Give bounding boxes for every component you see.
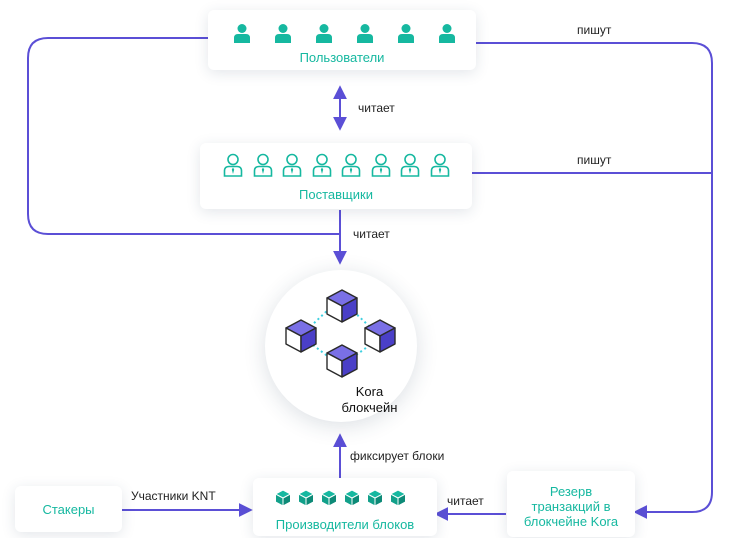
- cube-icon: [344, 489, 360, 507]
- user-icon: [316, 24, 332, 43]
- reserve-label-line2: транзакций в: [531, 499, 611, 514]
- providers-label: Поставщики: [299, 187, 373, 202]
- reserve-label-line3: блокчейне Kora: [523, 514, 619, 529]
- blockchain-reads-label: читает: [353, 227, 390, 241]
- user-icon: [275, 24, 291, 43]
- reserve-label: Резерв транзакций в блокчейне Kora: [507, 484, 635, 529]
- provider-icon: [430, 153, 449, 177]
- stakers-edge-label: Участники KNT: [131, 489, 216, 503]
- user-icon: [439, 24, 455, 43]
- user-icon: [357, 24, 373, 43]
- cube-icon: [367, 489, 383, 507]
- providers-icon-row: [223, 153, 450, 177]
- writes-line: [476, 42, 713, 519]
- blockchain-label-line2: блокчейн: [341, 400, 398, 415]
- provider-icon: [223, 153, 243, 177]
- users-node: Пользователи: [208, 10, 476, 70]
- users-label: Пользователи: [299, 50, 385, 65]
- cube-icon: [390, 489, 406, 507]
- stakers-node: Стакеры: [15, 486, 122, 532]
- cube-icon: [275, 489, 291, 507]
- blockchain-network-icon: [285, 289, 396, 378]
- provider-icon: [282, 153, 302, 177]
- provider-icon: [341, 153, 361, 177]
- reserve-edge-label: читает: [447, 494, 484, 508]
- reserve-node: Резерв транзакций в блокчейне Kora: [507, 471, 635, 537]
- user-icon: [234, 24, 250, 43]
- provider-icon: [253, 153, 272, 177]
- block-producers-node: Производители блоков: [253, 478, 437, 536]
- provider-icon: [400, 153, 420, 177]
- cube-icon: [321, 489, 337, 507]
- cubes-icon-row: [274, 489, 407, 507]
- users-writes-label: пишут: [577, 23, 612, 37]
- provider-icon: [371, 153, 390, 177]
- blockchain-label-line1: Kora: [355, 384, 384, 399]
- blockchain-label: Kora блокчейн: [0, 384, 739, 416]
- providers-writes-label: пишут: [577, 153, 612, 167]
- cube-icon: [298, 489, 314, 507]
- provider-icon: [312, 153, 331, 177]
- users-icon-row: [233, 23, 456, 43]
- user-icon: [398, 24, 414, 43]
- block-producers-label: Производители блоков: [275, 517, 415, 532]
- stakers-label: Стакеры: [42, 502, 95, 517]
- providers-node: Поставщики: [200, 143, 472, 209]
- users-providers-reads-label: читает: [358, 101, 395, 115]
- reserve-label-line1: Резерв: [549, 484, 593, 499]
- users-reads-loop-line: [27, 37, 340, 235]
- commit-blocks-label: фиксирует блоки: [350, 449, 445, 463]
